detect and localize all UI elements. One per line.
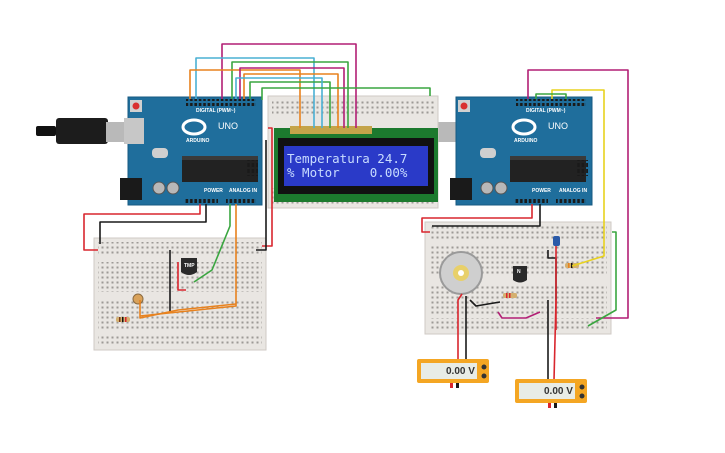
arduino-uno-left[interactable] [36, 96, 263, 206]
blue-capacitor[interactable] [553, 236, 560, 246]
usb-cable [36, 126, 56, 136]
wire-yellow-right[interactable] [551, 89, 605, 267]
wire-magenta-top[interactable] [221, 43, 357, 128]
wire-magenta-right[interactable] [527, 69, 629, 319]
wire-magenta-top-b[interactable] [239, 67, 345, 128]
wire-black-left-b[interactable] [256, 140, 267, 251]
crystal-left [152, 148, 168, 158]
microcontroller-chip-left [182, 160, 258, 182]
chip-socket-left [182, 156, 258, 160]
capacitor-right-b [494, 181, 508, 195]
multimeter-left[interactable] [417, 359, 489, 388]
digital-header-right [516, 99, 586, 106]
reset-button-cap-right[interactable] [460, 102, 468, 110]
power-jack-right [450, 178, 472, 200]
power-header-left [184, 197, 218, 204]
multimeter-right[interactable] [515, 379, 587, 408]
temperature-sensor[interactable] [181, 258, 197, 275]
wire-red-meter-left[interactable] [457, 293, 463, 360]
wire-green-top-b[interactable] [249, 81, 331, 128]
wire-red-meter-right[interactable] [553, 299, 557, 381]
resistor-right-a[interactable] [503, 293, 517, 298]
power-header-right [514, 197, 548, 204]
icsp-header-left [246, 160, 258, 176]
board-brand-left: ARDUINO [186, 138, 210, 144]
wire-red-sensor[interactable] [177, 262, 186, 291]
icsp-header-right [576, 160, 588, 176]
arduino-logo-right [511, 118, 537, 136]
board-model-right: UNO [548, 121, 568, 131]
wire-orange-left-c[interactable] [139, 300, 237, 319]
lcd-screen [284, 146, 428, 186]
analog-header-left [226, 197, 256, 204]
wire-black-right-gnd[interactable] [432, 204, 541, 227]
multimeter-left-reading: 0.00 V [446, 366, 475, 377]
wire-green-right[interactable] [535, 93, 567, 99]
wire-black-right-c[interactable] [469, 299, 501, 307]
analog-header-label-left: ANALOG IN [229, 188, 258, 194]
capacitor-left-b [166, 181, 180, 195]
lcd-module[interactable] [274, 126, 438, 202]
wire-green-left-sensor[interactable] [193, 204, 231, 283]
photoresistor[interactable] [132, 293, 144, 305]
crystal-right [480, 148, 496, 158]
wires[interactable] [83, 43, 629, 381]
chip-socket-right [510, 156, 586, 160]
multimeter-right-reading: 0.00 V [544, 386, 573, 397]
board-brand-right: ARDUINO [514, 138, 538, 144]
sensor-label: TMP [184, 263, 195, 269]
wire-orange-top[interactable] [189, 69, 301, 128]
power-jack-left [120, 178, 142, 200]
power-header-label-left: POWER [204, 188, 223, 194]
digital-header-label-left: DIGITAL (PWM~) [196, 108, 236, 114]
wire-green-top-a[interactable] [231, 61, 349, 128]
wire-green-long[interactable] [261, 87, 431, 100]
board-model-left: UNO [218, 121, 238, 131]
arduino-uno-right[interactable] [438, 96, 593, 206]
usb-connector-right [438, 122, 460, 142]
wire-red-left-power[interactable] [83, 204, 201, 251]
breadboard-left[interactable] [93, 237, 267, 351]
digital-header-label-right: DIGITAL (PWM~) [526, 108, 566, 114]
wire-cyan-top[interactable] [195, 57, 315, 128]
wire-green-right-b[interactable] [587, 231, 617, 327]
lcd-line-1: Temperatura 24.7 [287, 151, 408, 166]
lcd-line-2: % Motor 0.00% [287, 165, 408, 180]
arduino-logo-left [181, 118, 207, 136]
wire-red-left-b[interactable] [262, 127, 273, 247]
capacitor-right-a [480, 181, 494, 195]
wire-cyan-top-b[interactable] [235, 77, 323, 128]
wire-black-left-gnd[interactable] [99, 204, 207, 244]
lcd-pin-row [290, 126, 372, 134]
analog-header-right [556, 197, 586, 204]
analog-header-label-right: ANALOG IN [559, 188, 588, 194]
wire-magenta-right-b[interactable] [497, 311, 541, 319]
resistor-left[interactable] [116, 317, 130, 322]
dc-motor[interactable] [439, 251, 483, 295]
transistor-label: N [517, 269, 521, 275]
wire-red-right-power[interactable] [421, 204, 533, 233]
wire-orange-left-sensor[interactable] [139, 204, 237, 317]
reset-button-cap-left[interactable] [132, 102, 140, 110]
transistor[interactable] [513, 266, 527, 283]
power-header-label-right: POWER [532, 188, 551, 194]
digital-header-left [186, 99, 256, 106]
usb-plug [56, 118, 108, 144]
wire-orange-top-b[interactable] [243, 73, 339, 128]
microcontroller-chip-right [510, 160, 586, 182]
usb-port-left [124, 118, 144, 144]
capacitor-left-a [152, 181, 166, 195]
